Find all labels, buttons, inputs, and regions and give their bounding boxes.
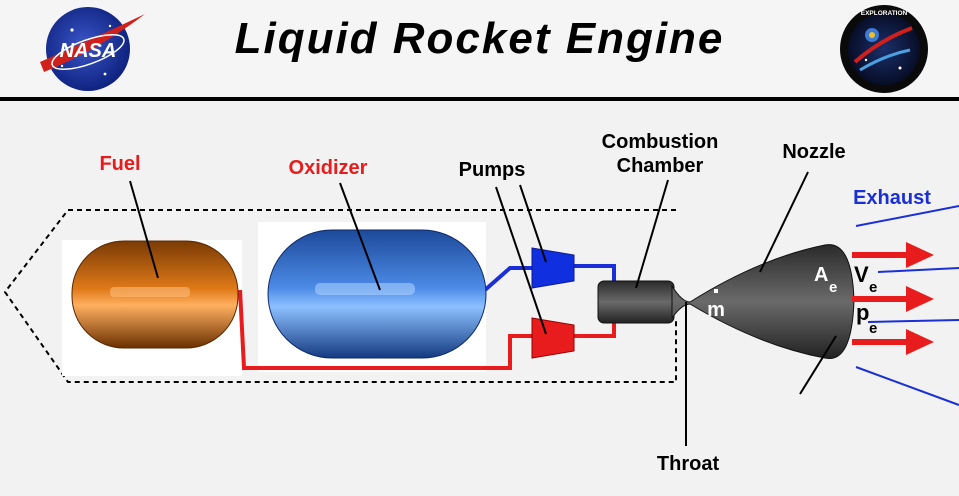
header-divider — [0, 97, 959, 101]
exit-velocity-sub: e — [869, 279, 877, 296]
oxidizer-tank — [267, 229, 487, 359]
exhaust-arrow-middle — [852, 286, 934, 312]
pe-leader — [867, 319, 959, 323]
exit-area-sub: e — [829, 279, 837, 296]
fuel-leader — [129, 180, 159, 279]
nasa-logo-text: NASA — [60, 40, 117, 62]
exploration-logo-text: EXPLORATION — [861, 10, 908, 17]
oxidizer-pump — [531, 247, 575, 289]
exit-pressure-symbol: p e — [856, 300, 877, 337]
fuel-label: Fuel — [99, 153, 140, 175]
pumps-label: Pumps — [459, 159, 526, 181]
oxidizer-leader — [339, 182, 381, 291]
pumps-leader-bottom — [495, 186, 547, 335]
exit-area-main: A — [814, 264, 828, 286]
exit-pressure-sub: e — [869, 320, 877, 337]
nozzle-leader — [759, 171, 809, 273]
exhaust-arrow-top — [852, 242, 934, 268]
fuel-line-to-pump — [238, 289, 535, 370]
pumps-leader-top — [519, 184, 547, 263]
exhaust-boundary-top — [855, 205, 959, 227]
fuel-pump — [531, 317, 575, 359]
header-background — [0, 0, 959, 98]
combustion-label-line1: Combustion — [602, 131, 719, 153]
exit-plane-leader — [799, 335, 837, 395]
mass-flow-label: m — [707, 299, 725, 321]
exit-velocity-main: V — [854, 262, 869, 287]
exit-velocity-symbol: V e — [854, 262, 877, 296]
nasa-logo: NASA — [40, 7, 145, 91]
exhaust-arrow-bottom — [852, 329, 934, 355]
throat-label: Throat — [657, 453, 720, 475]
mass-flow-symbol: m — [707, 289, 725, 321]
rocket-body-outline — [3, 209, 677, 383]
exit-area-symbol: A e — [814, 264, 837, 296]
exit-pressure-main: p — [856, 300, 869, 325]
exhaust-boundary-bottom — [855, 366, 959, 406]
fuel-tank — [71, 240, 239, 349]
exploration-logo: EXPLORATION — [840, 5, 928, 93]
nozzle-label: Nozzle — [782, 141, 845, 163]
oxidizer-line-to-pump — [483, 266, 535, 292]
combustion-leader — [635, 179, 669, 289]
combustion-label-line2: Chamber — [617, 155, 704, 177]
page-title: Liquid Rocket Engine — [234, 14, 725, 63]
oxidizer-label: Oxidizer — [289, 157, 368, 179]
ve-leader — [877, 267, 959, 273]
exhaust-label: Exhaust — [853, 187, 931, 209]
